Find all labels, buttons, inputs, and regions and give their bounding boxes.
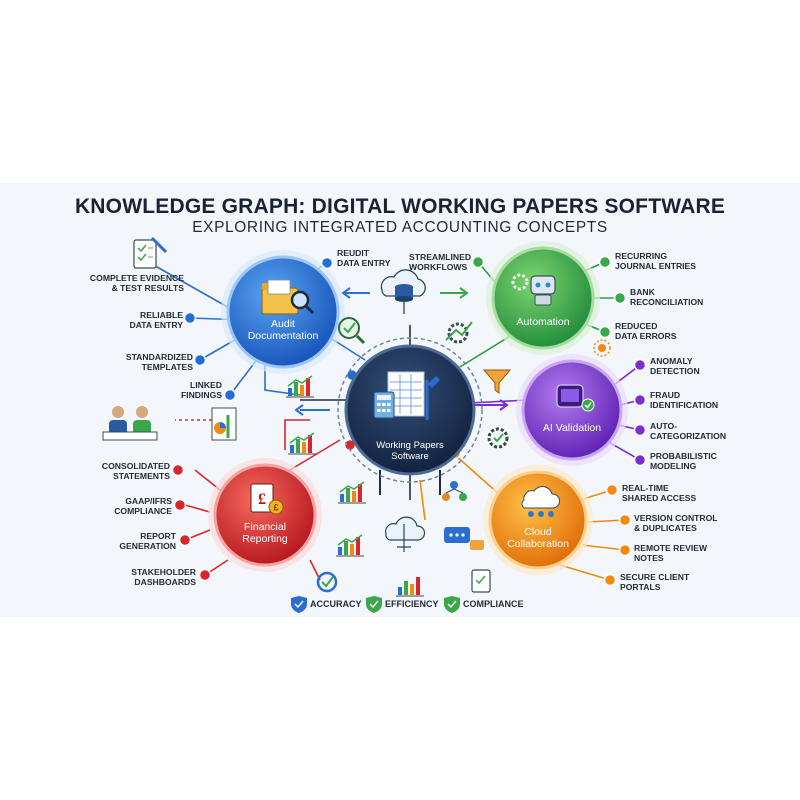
- label-real-time-shared-access: Real-TimeShared Access: [622, 483, 697, 503]
- gear-check-icon: [487, 427, 509, 449]
- hub-financial-reporting[interactable]: £ £: [208, 458, 322, 572]
- label-report-generation: ReportGeneration: [119, 531, 176, 551]
- database-cloud-icon: [380, 269, 426, 314]
- funnel-icon: [482, 369, 512, 394]
- hub-ai-label: AI Validation: [542, 422, 602, 434]
- label-standardized-templates: StandardizedTemplates: [125, 352, 193, 372]
- label-auto-categorization: Auto-Categorization: [650, 421, 727, 441]
- hub-ai-validation[interactable]: [516, 354, 628, 466]
- bar-chart-icon: [286, 375, 424, 597]
- label-secure-client-portals: Secure ClientPortals: [620, 572, 690, 592]
- page-subtitle: EXPLORING INTEGRATED ACCOUNTING CONCEPTS: [192, 219, 608, 236]
- connector-cloud-chat: [419, 479, 426, 521]
- connector-fin-gaap: [184, 504, 211, 513]
- cloud-upload-icon: [385, 516, 426, 552]
- clipboard-icon: [133, 236, 491, 593]
- label-bank-reconciliation: BankReconciliation: [630, 287, 704, 307]
- cloud-people-icon: [521, 486, 560, 517]
- report-document-icon: [211, 407, 237, 441]
- connector-fin-chart: [284, 419, 310, 450]
- label-version-control: Version Control& Duplicates: [634, 513, 718, 533]
- magnifier-check-icon: [338, 317, 366, 345]
- label-anomaly-detection: AnomalyDetection: [650, 356, 700, 376]
- label-complete-evidence: Complete Evidence& Test Results: [89, 273, 184, 293]
- legend-accuracy: Accuracy: [310, 599, 362, 609]
- label-remote-review-notes: Remote ReviewNotes: [634, 543, 708, 563]
- label-stakeholder-dashboards: StakeholderDashboards: [131, 567, 196, 587]
- folder-search-icon: [261, 279, 315, 315]
- users-icon: [102, 406, 158, 441]
- flow-arrows: [294, 287, 509, 495]
- label-streamlined-workflows: StreamlinedWorkflows: [409, 252, 472, 272]
- hub-automation-label: Automation: [516, 316, 570, 328]
- label-consolidated-statements: ConsolidatedStatements: [101, 461, 170, 481]
- label-reliable-data-entry: ReliableData Entry: [129, 310, 183, 330]
- hub-cloud-collaboration[interactable]: [483, 465, 593, 575]
- people-icon: [442, 481, 467, 501]
- label-recurring-journal-entries: RecurringJournal Entries: [615, 251, 697, 271]
- label-reduced-data-errors: ReducedData Errors: [615, 321, 677, 341]
- connector-cloud-center: [454, 454, 501, 496]
- page-title: KNOWLEDGE GRAPH: DIGITAL WORKING PAPERS …: [74, 195, 726, 218]
- legend-efficiency: Efficiency: [385, 599, 439, 609]
- target-icon: [316, 571, 338, 593]
- label-gaap-ifrs-compliance: GAAP/IFRSCompliance: [114, 496, 172, 516]
- connector-fin-center: [289, 439, 341, 471]
- hub-automation[interactable]: [486, 241, 600, 355]
- legend-shields: [291, 596, 460, 613]
- brain-icon: [556, 384, 595, 412]
- label-linked-findings: LinkedFindings: [180, 380, 222, 400]
- legend-compliance: Compliance: [463, 599, 524, 609]
- svg-text:£: £: [273, 503, 278, 513]
- robot-icon: [511, 273, 556, 306]
- connector-cloud-remote: [581, 544, 626, 551]
- gear-chart-icon: [445, 321, 473, 344]
- hub-audit-documentation[interactable]: [221, 250, 345, 374]
- center-working-papers-software[interactable]: [337, 337, 483, 483]
- pound-document-icon: £ £: [250, 483, 284, 515]
- connector-cloud-secure: [559, 564, 611, 581]
- label-fraud-identification: FraudIdentification: [650, 390, 719, 410]
- gear-small-icon: [593, 339, 611, 357]
- label-probabilistic-modeling: ProbabilisticModeling: [650, 451, 717, 471]
- label-reudit-data-entry: ReuditData Entry: [337, 248, 391, 268]
- calculator-spreadsheet-icon: [373, 371, 440, 420]
- svg-text:£: £: [258, 491, 266, 508]
- chat-icon: [444, 527, 484, 550]
